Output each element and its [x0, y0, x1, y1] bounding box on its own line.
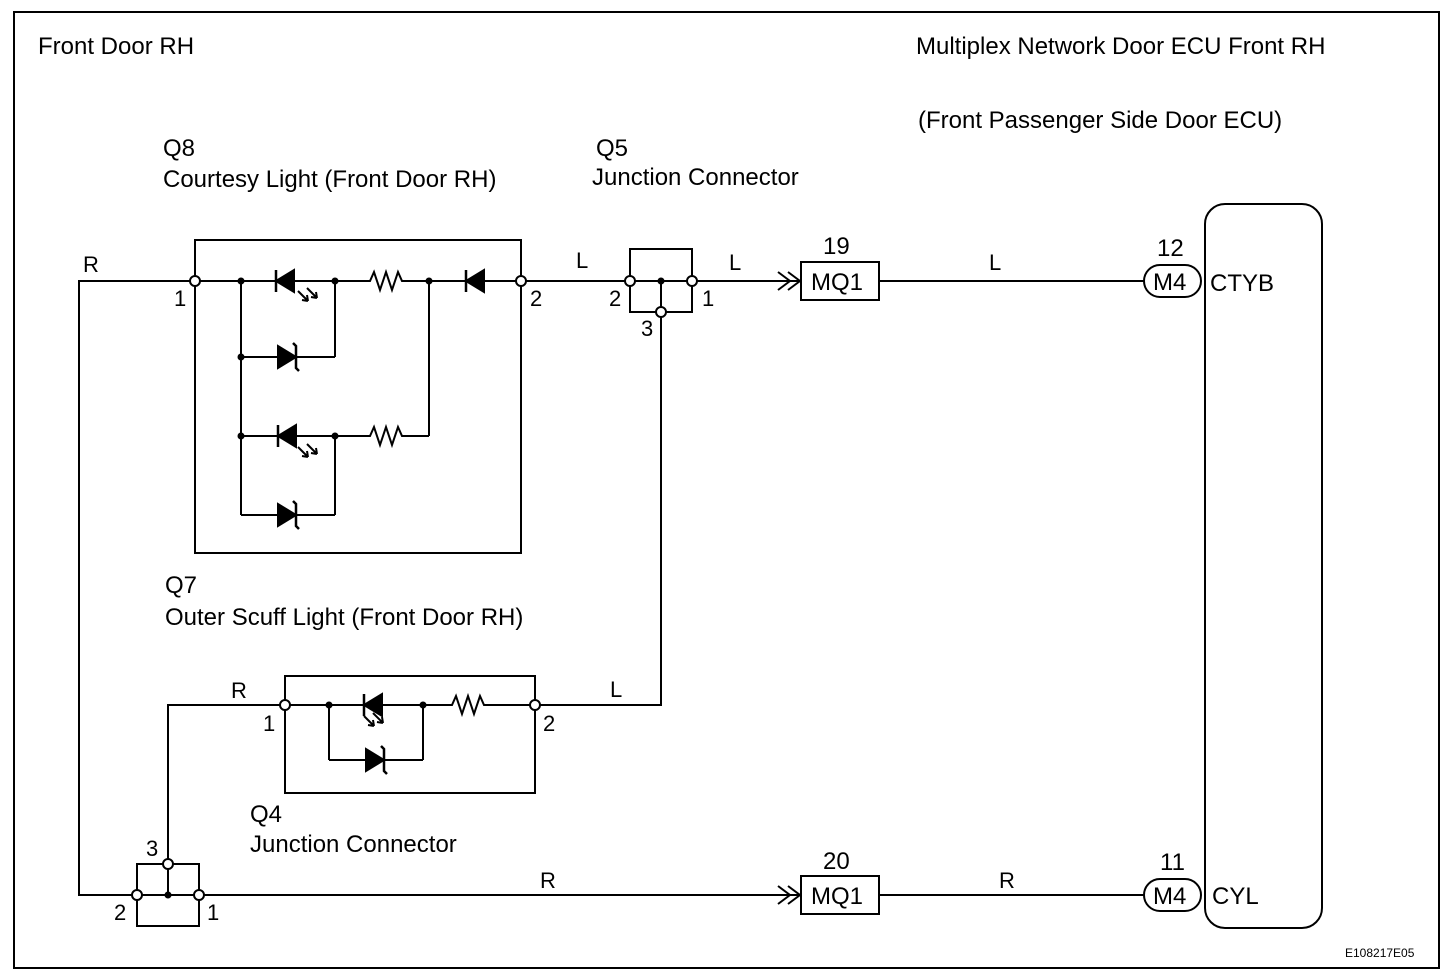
wire-label-mq1-m4-top: L — [989, 250, 1001, 275]
wire-q4-q7 — [167, 704, 280, 860]
q5-pin-1: 1 — [702, 286, 714, 311]
q7-name: Outer Scuff Light (Front Door RH) — [165, 604, 523, 631]
wire-label-left: R — [83, 252, 99, 277]
q4-code: Q4 — [250, 801, 282, 828]
title-door-ecu: Multiplex Network Door ECU Front RH — [916, 33, 1325, 60]
q5-pin-2: 2 — [609, 286, 621, 311]
diagram-frame — [13, 11, 1440, 969]
q7-outer-scuff-light — [279, 675, 541, 794]
m4-bottom-pin: 11 — [1160, 849, 1185, 876]
q5-name: Junction Connector — [592, 164, 799, 191]
mq1-bottom-pin: 20 — [823, 848, 850, 875]
q8-courtesy-light — [189, 239, 527, 554]
q4-name: Junction Connector — [250, 831, 457, 858]
q7-pin-2: 2 — [543, 711, 555, 736]
wire-label-mq1-m4-bottom: R — [999, 868, 1015, 893]
wire-q5-q7 — [540, 317, 662, 706]
wire-label-q8-q5: L — [576, 248, 588, 273]
mq1-top-label: MQ1 — [811, 269, 863, 296]
wire-left-vertical — [78, 280, 190, 896]
q4-junction-connector — [131, 858, 205, 927]
terminal-ctyb: CTYB — [1210, 270, 1274, 297]
terminal-cyl: CYL — [1212, 883, 1259, 910]
door-ecu-body — [1204, 203, 1323, 929]
q8-code: Q8 — [163, 135, 195, 162]
wire-label-q5-q7: L — [610, 677, 622, 702]
q8-pin-2: 2 — [530, 286, 542, 311]
q7-code: Q7 — [165, 572, 197, 599]
q5-code: Q5 — [596, 135, 628, 162]
wire-label-q4-mq1: R — [540, 868, 556, 893]
m4-top-pin: 12 — [1157, 235, 1184, 262]
m4-top-label: M4 — [1153, 269, 1186, 296]
q8-pin-1: 1 — [174, 286, 186, 311]
m4-connector-top — [1143, 264, 1202, 298]
mq1-bottom-label: MQ1 — [811, 883, 863, 910]
q4-pin-1: 1 — [207, 900, 219, 925]
figure-id: E108217E05 — [1345, 946, 1415, 960]
q7-pin-1: 1 — [263, 711, 275, 736]
q4-pin-3: 3 — [146, 836, 158, 861]
q5-junction-connector — [624, 248, 698, 318]
mq1-top-pin: 19 — [823, 233, 850, 260]
wire-label-q5-mq1: L — [729, 250, 741, 275]
wire-label-q4-q7: R — [231, 678, 247, 703]
q4-pin-2: 2 — [114, 900, 126, 925]
m4-connector-bottom — [1143, 878, 1202, 912]
q5-pin-3: 3 — [641, 316, 653, 341]
m4-bottom-label: M4 — [1153, 883, 1186, 910]
title-front-door-rh: Front Door RH — [38, 33, 194, 60]
title-door-ecu-sub: (Front Passenger Side Door ECU) — [918, 107, 1282, 134]
q8-name: Courtesy Light (Front Door RH) — [163, 166, 496, 193]
